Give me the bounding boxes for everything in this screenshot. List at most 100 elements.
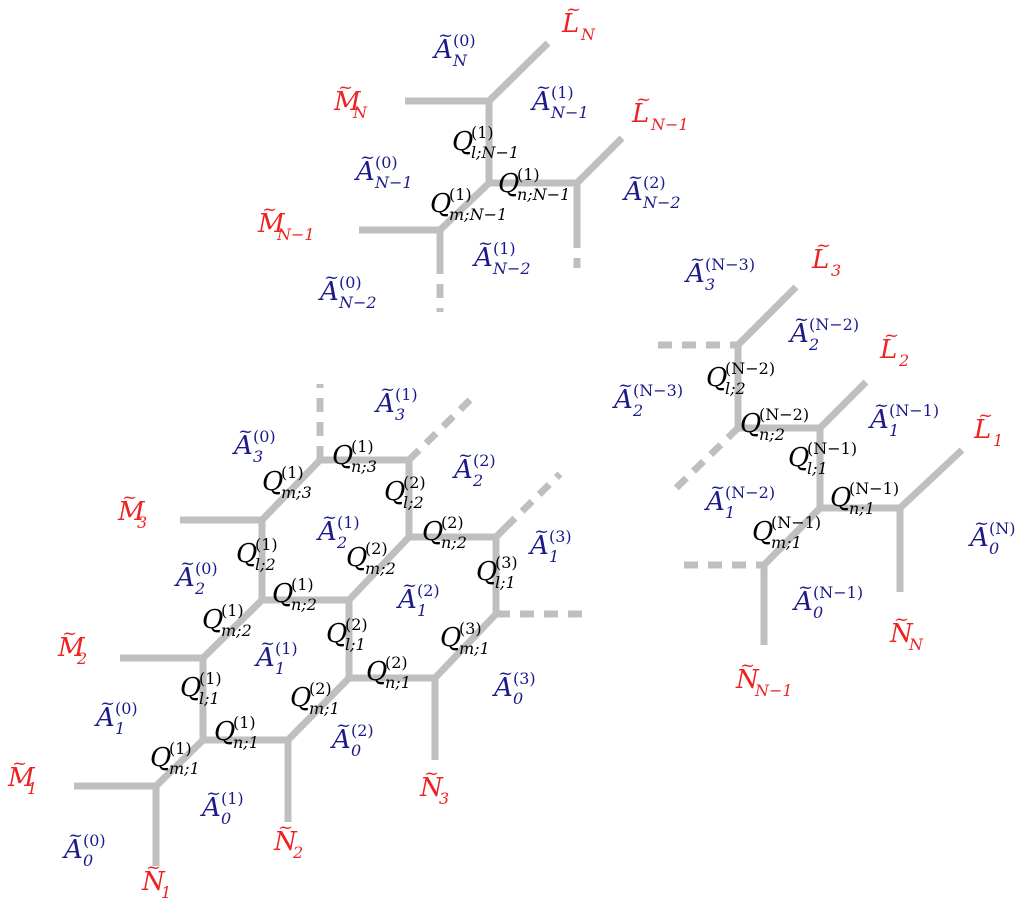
label-A_0_0: A~(0)0: [62, 825, 106, 870]
label-main: A: [232, 431, 253, 461]
label-subscript: 2: [808, 335, 819, 354]
label-A_1_Nm1: A~(N−1)1: [868, 395, 939, 440]
label-Q_l_2_2: Q(2)l;2: [384, 473, 426, 512]
label-superscript: (N−2): [725, 359, 775, 378]
label-superscript: (2): [643, 173, 666, 192]
label-subscript: m;1: [459, 639, 490, 658]
label-subscript: N−2: [642, 193, 681, 212]
label-Q_m_1_Nm1: Q(N−1)m;1: [752, 513, 821, 552]
label-superscript: (1): [551, 83, 574, 102]
label-superscript: (1): [199, 669, 222, 688]
label-L_2: L~2: [879, 325, 909, 370]
label-subscript: n;2: [291, 595, 317, 614]
label-A_0_Nm1: A~(N−1)0: [792, 577, 863, 622]
label-Q_n_2_Nm2: Q(N−2)n;2: [740, 405, 809, 444]
label-main: Q: [476, 557, 497, 587]
tilde-accent: ~: [816, 235, 831, 256]
tilde-accent: ~: [68, 825, 83, 846]
label-superscript: (N−1): [807, 439, 857, 458]
tilde-accent: ~: [534, 521, 549, 542]
tilde-accent: ~: [336, 715, 351, 736]
label-subscript: 1: [889, 421, 899, 440]
tilde-accent: ~: [978, 405, 993, 426]
label-main: A: [254, 643, 275, 673]
label-subscript: m;1: [309, 699, 340, 718]
tilde-accent: ~: [884, 325, 899, 346]
label-main: Q: [290, 683, 311, 713]
label-subscript: N: [580, 25, 596, 44]
tilde-accent: ~: [146, 857, 161, 878]
label-M_3: M~3: [117, 487, 147, 532]
tilde-accent: ~: [566, 0, 581, 20]
tilde-accent: ~: [360, 147, 375, 168]
label-superscript: (N−2): [725, 483, 775, 502]
label-subscript: 0: [513, 689, 523, 708]
label-subscript: 2: [472, 471, 483, 490]
label-superscript: (0): [375, 153, 398, 172]
label-Q_n_2_1: Q(1)n;2: [272, 575, 317, 614]
label-superscript: (2): [403, 473, 426, 492]
label-superscript: (1): [221, 601, 244, 620]
tilde-accent: ~: [628, 167, 643, 188]
label-Q_l_1_Nm1: Q(N−1)l;1: [788, 439, 857, 478]
label-subscript: l;2: [725, 379, 746, 398]
label-Q_l_2_Nm2: Q(N−2)l;2: [706, 359, 775, 398]
label-subscript: l;1: [199, 689, 220, 708]
label-A_1_Nm2: A~(N−2)1: [704, 477, 775, 522]
label-A_Nm1_1: A~(1)N−1: [530, 77, 589, 122]
label-subscript: 3: [137, 513, 147, 532]
web-line: [346, 534, 412, 603]
label-main: N: [273, 827, 298, 857]
label-subscript: l;2: [403, 493, 424, 512]
tilde-accent: ~: [498, 663, 513, 684]
label-main: A: [968, 523, 989, 553]
label-subscript: n;N−1: [517, 185, 570, 204]
label-subscript: 1: [549, 547, 559, 566]
label-main: A: [684, 259, 705, 289]
label-subscript: m;2: [221, 621, 252, 640]
label-main: Q: [346, 543, 367, 573]
label-subscript: 3: [705, 275, 715, 294]
tilde-accent: ~: [180, 553, 195, 574]
label-main: A: [174, 563, 195, 593]
label-subscript: 2: [76, 649, 87, 668]
label-main: N: [419, 773, 444, 803]
tilde-accent: ~: [710, 477, 725, 498]
label-subscript: l;1: [345, 635, 366, 654]
label-Q_n_1_Nm1: Q(N−1)n;1: [830, 479, 899, 518]
label-subscript: 2: [194, 579, 205, 598]
label-superscript: (1): [395, 385, 418, 404]
label-A_2_1: A~(1)2: [316, 507, 360, 552]
label-A_0_2: A~(2)0: [330, 715, 374, 760]
label-superscript: (3): [549, 527, 572, 546]
label-superscript: (2): [473, 451, 496, 470]
label-subscript: 1: [725, 503, 735, 522]
label-L_Nm1: L~N−1: [631, 89, 689, 134]
label-main: A: [528, 531, 549, 561]
tilde-accent: ~: [874, 395, 889, 416]
label-main: Q: [498, 169, 519, 199]
label-main: A: [452, 455, 473, 485]
label-main: M: [7, 763, 36, 793]
web-line: [285, 675, 352, 743]
label-subscript: n;1: [385, 673, 411, 692]
label-subscript: N−1: [276, 225, 315, 244]
label-subscript: 1: [27, 779, 37, 798]
tilde-accent: ~: [262, 199, 277, 220]
label-main: A: [622, 177, 643, 207]
label-main: A: [792, 587, 813, 617]
tilde-accent: ~: [740, 655, 755, 676]
label-A_2_Nm2: A~(N−2)2: [788, 309, 859, 354]
label-subscript: l;1: [807, 459, 828, 478]
label-superscript: (3): [459, 619, 482, 638]
label-Q_l_1_1: Q(1)l;1: [180, 669, 222, 708]
label-subscript: l;2: [255, 555, 276, 574]
web-line: [432, 611, 499, 681]
tilde-accent: ~: [636, 89, 651, 110]
label-subscript: 0: [221, 809, 231, 828]
label-N_Nm1: N~N−1: [735, 655, 793, 700]
tilde-accent: ~: [380, 379, 395, 400]
label-Q_l_2_1: Q(1)l;2: [236, 535, 278, 574]
label-superscript: (N−2): [759, 405, 809, 424]
label-main: L: [561, 9, 579, 39]
